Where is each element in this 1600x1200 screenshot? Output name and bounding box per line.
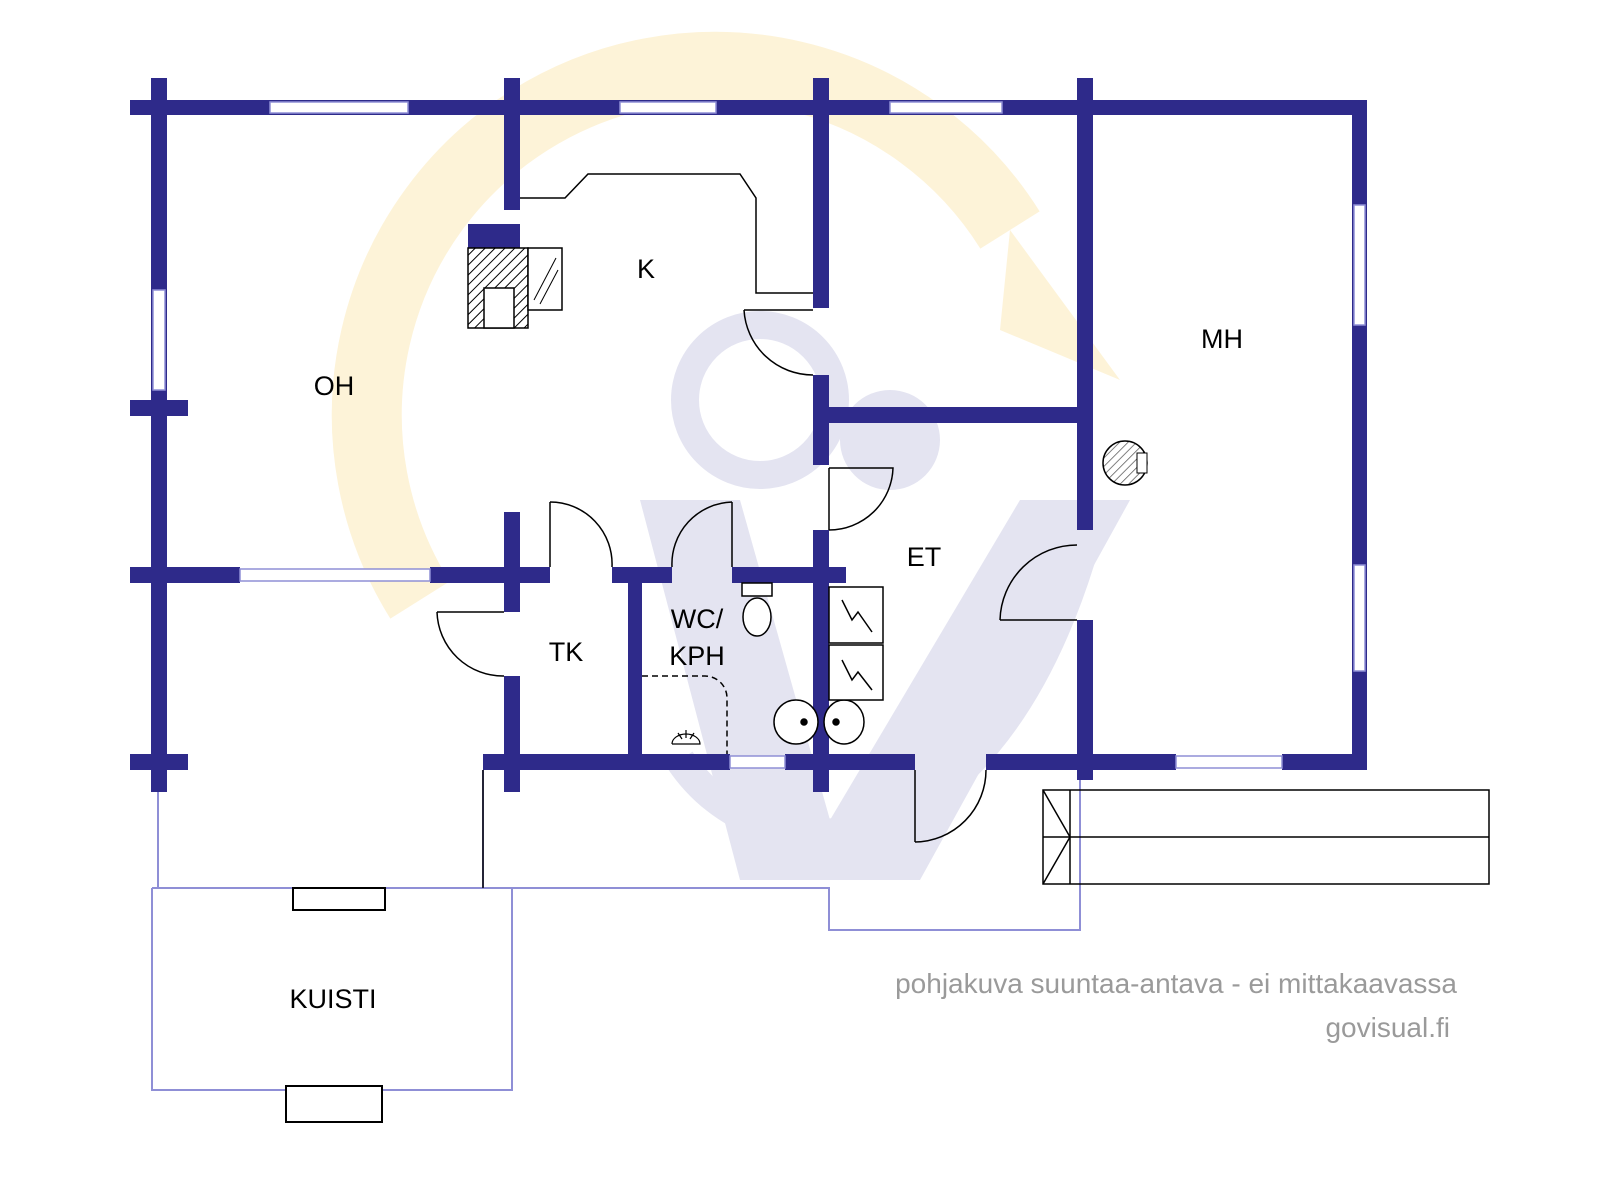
sink-icon bbox=[773, 699, 865, 745]
room-label-kph: KPH bbox=[669, 641, 725, 671]
shower-area bbox=[642, 675, 728, 754]
room-label-tk: TK bbox=[549, 637, 584, 667]
porch-step-top bbox=[292, 887, 386, 911]
room-label-et: ET bbox=[907, 542, 942, 572]
room-label-mh: MH bbox=[1201, 324, 1243, 354]
toilet-icon bbox=[741, 582, 773, 637]
windows bbox=[152, 101, 1366, 769]
room-label-oh: OH bbox=[314, 371, 355, 401]
walls bbox=[130, 78, 1367, 792]
room-label-k: K bbox=[637, 254, 655, 284]
kitchen-counter bbox=[520, 173, 813, 294]
room-label-kuisti: KUISTI bbox=[289, 984, 376, 1014]
porch-step-bottom bbox=[285, 1085, 383, 1123]
disclaimer-text: pohjakuva suuntaa-antava - ei mittakaava… bbox=[895, 968, 1457, 999]
fireplace-opening bbox=[483, 287, 515, 329]
stairs bbox=[1042, 789, 1490, 885]
room-label-wc: WC/ bbox=[671, 604, 724, 634]
electrical-panel-icon bbox=[828, 586, 884, 701]
shower-drain-icon bbox=[671, 730, 701, 745]
source-text: govisual.fi bbox=[1325, 1012, 1450, 1043]
doors bbox=[436, 309, 1078, 843]
